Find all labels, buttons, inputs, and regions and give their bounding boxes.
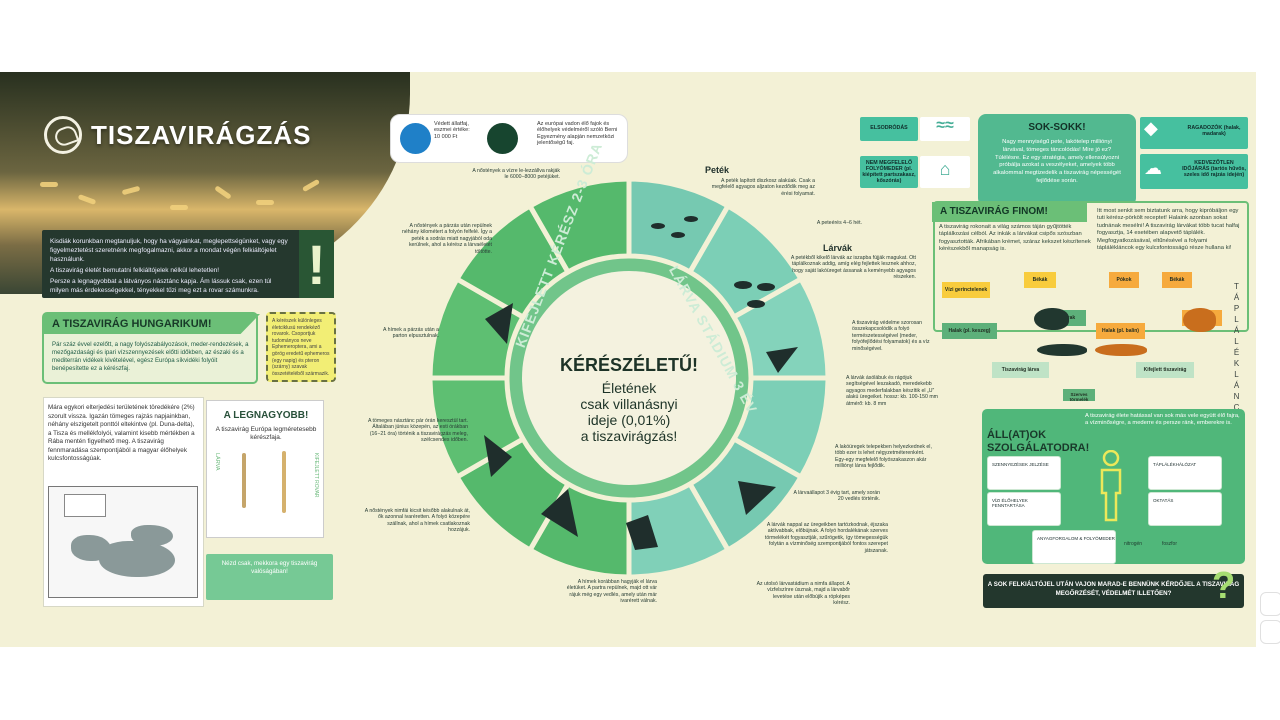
colony-note: A lakóüregek telepekben helyezkednek el,… <box>835 444 932 470</box>
night-note: A lárvák nappal az üregeikben tartózkodn… <box>764 522 888 554</box>
services-title: ÁLL(AT)OK SZOLGÁLATODRA! <box>987 429 1090 454</box>
ephemeroptera-note: A kérészek különleges életciklusú rendek… <box>266 312 336 382</box>
burrow-note: A lárvák ásólábuk és rágójuk segítségéve… <box>846 375 938 407</box>
title-row: TISZAVIRÁGZÁS <box>44 116 312 154</box>
mayfly-logo-icon <box>44 116 82 154</box>
assistant-icon[interactable] <box>1260 620 1280 644</box>
service-habitat: VÍZI ÉLŐHELYEK FENNTARTÁSA <box>987 492 1061 526</box>
person-icon <box>1100 450 1122 522</box>
hungarikum-title: A TISZAVIRÁG HUNGARIKUM! <box>44 314 260 334</box>
service-indicator: SZENNYEZÉSEK JELZÉSE <box>987 456 1061 490</box>
threat-drift: ELSODRÓDÁS <box>860 117 918 141</box>
bird-orange-icon <box>1183 308 1216 332</box>
hatch-note: A peteérés 4−6 hét. <box>816 220 862 226</box>
food-frogs: Békák <box>1024 272 1056 288</box>
food-fish-small: Halak (pl. keszeg) <box>942 323 997 339</box>
hungarikum-text: Pár száz évvel ezelőtt, a nagy folyószab… <box>52 341 249 372</box>
dance-note: A tömeges násztánc pár órán keresztül ta… <box>367 418 468 444</box>
fish-silhouette-icon <box>1037 344 1087 356</box>
center-circle: KÉRÉSZÉLETŰ! Életének csak villanásnyi i… <box>552 302 706 456</box>
adult-label: KIFEJLETT ROVAR <box>313 453 319 498</box>
bern-text: Az európai vadon élő fajok és élőhelyek … <box>537 121 618 146</box>
food-chain-label: TÁPLÁLÉKLÁNC <box>1232 282 1241 414</box>
center-line-2: csak villanásnyi <box>580 396 678 412</box>
males-note: A hímek korábban hagyják el lárva életük… <box>566 579 657 605</box>
services-text: A tiszavirág élete hatással van sok más … <box>1085 413 1240 427</box>
bird-silhouette-icon <box>1034 308 1069 330</box>
larvae-note: A petékből kikelő lárvák az iszapba fújj… <box>790 255 916 281</box>
intro-text-2: A tiszavirág életét bemutatni felkiáltój… <box>50 267 220 274</box>
center-line-1: Életének <box>601 380 657 396</box>
size-caption: Nézd csak, mekkora egy tiszavirág valósá… <box>206 554 333 600</box>
question-mark-icon: ? <box>1212 565 1236 607</box>
chat-icon[interactable] <box>1260 592 1280 616</box>
service-food-web: TÁPLÁLÉKHÁLÓZAT <box>1148 456 1222 490</box>
distribution-text: Mára egykori elterjedési területének tör… <box>48 404 195 462</box>
protected-species-icon <box>400 123 431 154</box>
larva-label: LÁRVA <box>214 453 220 471</box>
service-education: OKTATÁS <box>1148 492 1222 526</box>
food-title: A TISZAVIRÁG FINOM! <box>932 202 1087 222</box>
poster: TISZAVIRÁGZÁS Kisdiák korunkban megtanul… <box>0 72 1256 647</box>
threats-text: Nagy mennyiségű pete, lakótelep millióny… <box>993 139 1121 184</box>
habitat-note: A tiszavirág védelme szorosan összekapcs… <box>852 320 930 352</box>
eggs-title: Peték <box>705 165 730 175</box>
wind-icon: ☁ <box>1144 158 1162 178</box>
fish-orange-icon <box>1095 344 1147 356</box>
service-matter-flow: ANYAGFORGALOM & FOLYÓMEDER <box>1032 530 1116 564</box>
larvae-title: Lárvák <box>823 243 853 253</box>
duck-icon: ◆ <box>1144 118 1158 138</box>
center-line-4: a tiszavirágzás! <box>580 428 678 444</box>
bern-convention-icon <box>487 123 518 154</box>
food-water-insects: Vízi gerinctelenek <box>942 282 990 298</box>
intro-box: Kisdiák korunkban megtanuljuk, hogy ha v… <box>42 230 334 298</box>
three-years-note: A lárvaállapot 3 évig tart, amely során … <box>793 490 880 503</box>
intro-text-1: Kisdiák korunkban megtanuljuk, hogy ha v… <box>50 238 288 263</box>
protected-text: Védett állatfaj, eszmei értéke: 10 000 F… <box>434 121 470 140</box>
larva-illustration-icon <box>242 453 246 508</box>
females-fly-note: A nőstények a párzás után repülnek néhán… <box>402 223 492 255</box>
food-adult: Kifejlett tiszavirág <box>1136 362 1194 378</box>
distribution-map <box>48 486 198 598</box>
eggs-note: A peték lapított diszkosz alakúak. Csak … <box>711 178 815 197</box>
phosphor-label: foszfor <box>1162 541 1178 547</box>
largest-subtitle: A tiszavirág Európa legméretesebb kérész… <box>215 426 317 441</box>
females-emerge-note: A nőstények nimfái kicsit később alakuln… <box>364 508 470 534</box>
largest-title: A LEGNAGYOBB! <box>223 410 309 421</box>
threat-weather: KEDVEZŐTLEN IDŐJÁRÁS (tartós hűvös, szel… <box>1140 154 1248 189</box>
closing-question: A SOK FELKIÁLTÓJEL UTÁN VAJON MARAD-E BE… <box>983 574 1244 608</box>
adult-mayfly-illustration-icon <box>282 451 286 513</box>
egg-laying-note: A nőstények a vízre le-lezzállva rakják … <box>472 168 560 181</box>
threat-riverbed: NEM MEGFELELŐ FOLYÓMEDER (pl. kiépített … <box>860 156 918 188</box>
exclamation-icon: ! <box>299 230 334 298</box>
protection-badges: Védett állatfaj, eszmei értéke: 10 000 F… <box>390 114 628 163</box>
hungarikum-box: A TISZAVIRÁG HUNGARIKUM! Pár száz évvel … <box>42 312 260 384</box>
center-title: KÉRÉSZÉLETŰ! <box>559 355 698 375</box>
intro-text-3: Persze a legnagyobbat a látványos násztá… <box>50 278 272 294</box>
threats-title: SOK-SOKK! <box>1028 122 1086 133</box>
last-stage-note: Az utolsó lárvastádium a nimfa állapot. … <box>756 581 850 607</box>
riverbed-icon: ⌂ <box>920 156 970 188</box>
food-text-2: Itt most senkit sem biztatunk arra, hogy… <box>1097 208 1240 252</box>
threat-predators: RAGADOZÓK (halak, madarak) <box>1140 117 1248 149</box>
food-larva: Tiszavirág lárva <box>992 362 1049 378</box>
food-frogs-2: Békák <box>1162 272 1192 288</box>
nitrogen-label: nitrogén <box>1124 541 1143 547</box>
waves-icon: ≈≈ <box>920 117 970 141</box>
food-fish-big: Halak (pl. balin) <box>1096 323 1145 339</box>
center-line-3: ideje (0,01%) <box>587 412 671 428</box>
largest-box: A LEGNAGYOBB! A tiszavirág Európa legmér… <box>206 400 324 538</box>
food-text-1: A tiszavirág rokonait a világ számos táj… <box>939 224 1091 253</box>
page-title: TISZAVIRÁGZÁS <box>91 119 312 150</box>
threats-box: SOK-SOKK! Nagy mennyiségű pete, lakótele… <box>978 114 1136 206</box>
males-die-note: A hímek a párzás után a parton elpusztul… <box>383 327 439 340</box>
food-organic-matter: Szerves törmelék <box>1063 389 1095 402</box>
food-spiders: Pókok <box>1109 272 1139 288</box>
